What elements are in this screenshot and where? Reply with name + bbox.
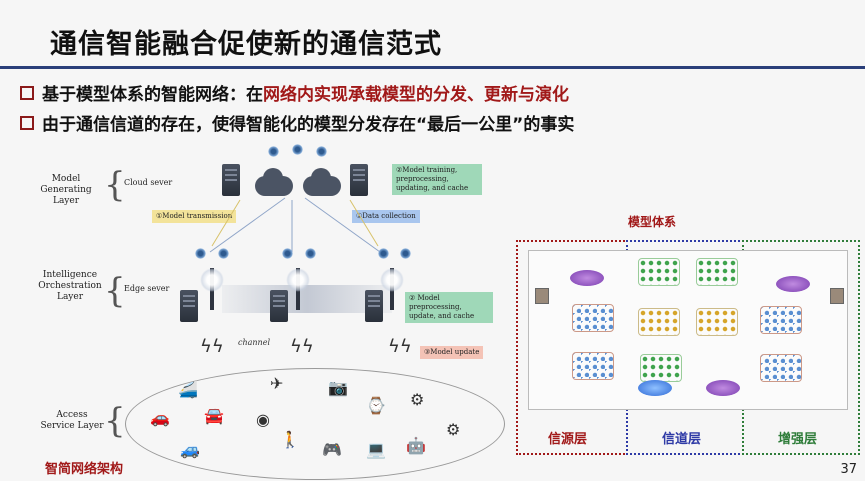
layer-label-access-service: Access Service Layer [40,410,104,431]
cloud-icon [303,168,341,196]
robot-arm-icon: ⚙ [446,420,461,439]
car-icon: 🚘 [204,406,224,425]
source-layer-label: 信源层 [548,432,588,447]
robot-arm-icon: ⚙ [410,390,425,409]
model-node-icon [282,248,293,259]
title-divider [0,66,865,69]
edge-server-icon [270,290,288,322]
enhance-net [760,354,802,382]
edge-antenna-icon [380,268,404,310]
bullet-2: 由于通信信道的存在，使得智能化的模型分发存在“最后一公里”的事实 [20,110,574,135]
bullet-square-icon [20,85,34,100]
model-node-icon [195,248,206,259]
cloud-server-icon [222,164,240,196]
model-node-icon [305,248,316,259]
data-collection-tag: ①Data collection [352,210,420,223]
network-architecture-diagram: Model Generating Layer { Cloud sever Int… [0,140,515,481]
speaker-icon: ◉ [256,410,270,429]
arrow-line [209,197,286,253]
enhance-net [760,306,802,334]
edge-server-icon [180,290,198,322]
bullet-1: 基于模型体系的智能网络：在网络内实现承载模型的分发、更新与演化 [20,80,569,105]
model-node-icon [378,248,389,259]
model-node-icon [268,146,279,157]
layer-label-intelligence-orchestration: Intelligence Orchestration Layer [38,270,102,302]
bullet-2-text: 由于通信信道的存在，使得智能化的模型分发存在“最后一公里”的事实 [42,115,575,135]
cloud-sever-label: Cloud sever [124,178,173,187]
access-area-ellipse [125,368,505,480]
channel-layer-label: 信道层 [662,432,702,447]
bullet-1-highlight: 网络内实现承载模型的分发、更新与演化 [263,85,569,105]
brace-icon: { [104,401,126,441]
cloud-icon [255,168,293,196]
brace-icon: { [104,165,126,205]
arrow-line [211,199,241,247]
slide-title: 通信智能融合促使新的通信范式 [50,29,442,60]
edge-antenna-icon [286,268,310,310]
page-number: 37 [840,462,857,477]
enhancer-blob [776,276,810,292]
output-image-thumbnail [830,288,844,304]
gamepad-icon: 🎮 [322,440,342,459]
model-node-icon [292,144,303,155]
bullet-1-text: 基于模型体系的智能网络：在 [42,85,263,105]
channel-coder-net [696,308,738,336]
layer-label-model-generating: Model Generating Layer [40,174,92,206]
knowledge-base-blob [638,380,672,396]
person-icon: 🚶 [280,430,300,449]
cloud-server-icon [350,164,368,196]
arrow-line [349,199,379,247]
model-preprocessing-tag: ② Model preprocessing, update, and cache [405,292,493,323]
source-decoder-net [572,352,614,380]
knowledge-base-blob [706,380,740,396]
edge-antenna-icon [200,268,224,310]
channel-net [640,354,682,382]
enhance-layer-label: 增强层 [778,432,818,447]
lightning-icon: ϟϟ [200,336,224,357]
watch-icon: ⌚ [366,396,386,415]
channel-net [696,258,738,286]
model-transmission-tag: ①Model transmission [152,210,237,223]
model-training-tag: ②Model training, preprocessing, updating… [392,164,482,195]
camera-icon: 📷 [328,378,348,397]
car-icon: 🚗 [150,408,170,427]
source-encoder-net [572,304,614,332]
bullet-square-icon [20,115,34,130]
arrow-line [304,197,381,253]
train-icon: 🚄 [178,380,198,399]
model-node-icon [218,248,229,259]
flow-arrows [209,197,381,253]
lightning-icon: ϟϟ [290,336,314,357]
channel-label: channel [238,338,270,347]
model-node-icon [400,248,411,259]
model-node-icon [316,146,327,157]
robot-icon: 🤖 [406,436,426,455]
lightning-icon: ϟϟ [388,336,412,357]
model-system-title: 模型体系 [628,215,677,229]
edge-link-arrow [222,285,392,313]
input-image-thumbnail [535,288,549,304]
encoder-blob [570,270,604,286]
model-update-tag: ③Model update [420,346,484,359]
channel-coder-net [638,308,680,336]
car-icon: 🚙 [180,440,200,459]
drone-icon: ✈ [270,374,284,393]
edge-sever-label: Edge sever [124,284,170,293]
channel-net [638,258,680,286]
diagram-caption: 智简网络架构 [45,462,124,477]
laptop-icon: 💻 [366,440,386,459]
edge-server-icon [365,290,383,322]
brace-icon: { [104,271,126,311]
